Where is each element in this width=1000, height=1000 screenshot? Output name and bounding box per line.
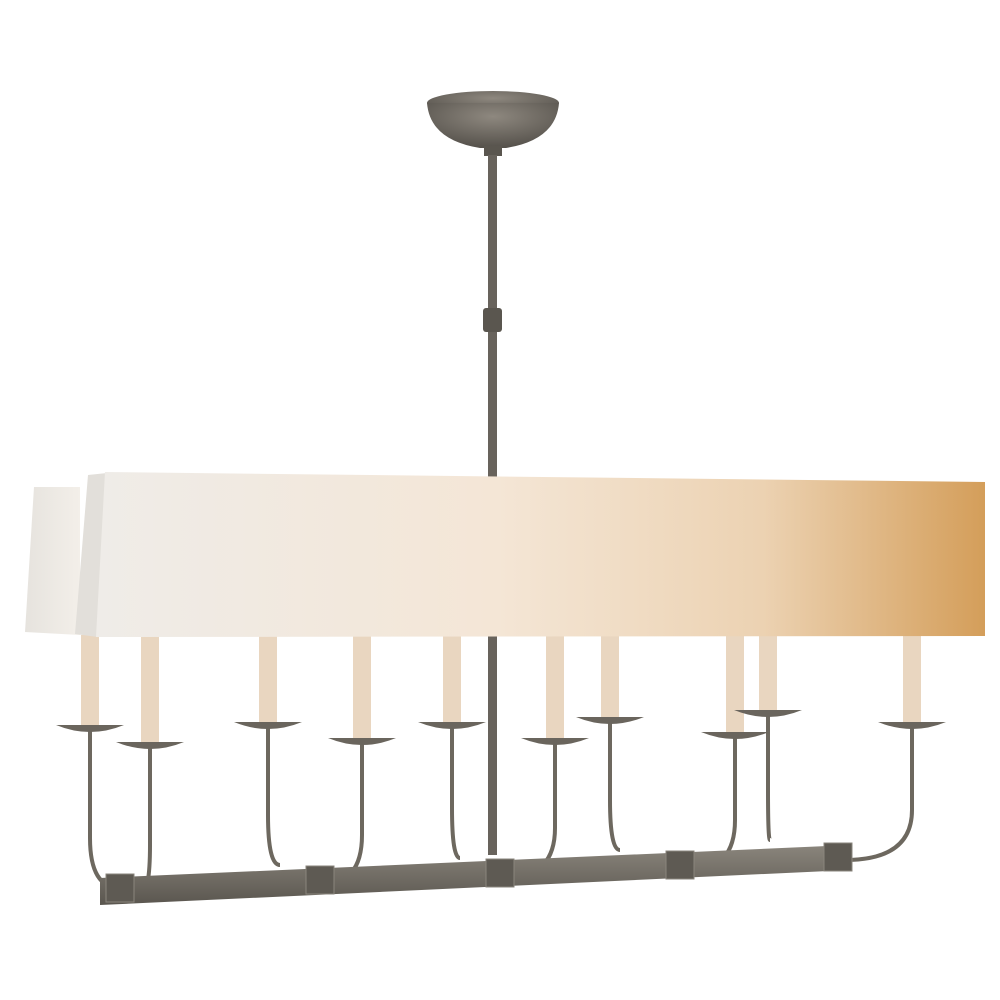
candle-arm xyxy=(844,728,914,862)
candles xyxy=(56,635,946,749)
bobeche xyxy=(418,722,486,729)
bobeche xyxy=(328,738,396,745)
bar-mount-block xyxy=(305,865,335,895)
candle-sleeve xyxy=(353,635,371,738)
candle-arm xyxy=(689,738,737,872)
bobeche xyxy=(234,722,302,729)
bobeche xyxy=(116,742,184,749)
candle-sleeve xyxy=(759,635,777,710)
candle-sleeve xyxy=(546,635,564,738)
bar-mount-block xyxy=(485,858,515,888)
candle-sleeve xyxy=(903,635,921,722)
bobeche xyxy=(56,725,124,732)
candle-sleeve xyxy=(601,635,619,717)
candle-arm xyxy=(608,723,621,852)
bobeche xyxy=(701,732,769,739)
candle-arm xyxy=(450,728,461,860)
bar-mount-block xyxy=(823,842,853,872)
candle-arm xyxy=(139,748,152,897)
bobeche xyxy=(521,738,589,745)
lamp-shade xyxy=(25,472,985,637)
bobeche xyxy=(734,710,802,717)
candle-sleeve xyxy=(443,635,461,722)
bar-mount-block xyxy=(665,850,695,880)
candle-arm xyxy=(766,716,772,842)
candle-arm xyxy=(88,731,121,890)
candle-arm xyxy=(319,744,364,887)
candle-sleeve xyxy=(726,635,744,732)
candle-sleeve xyxy=(259,635,277,722)
bar-mount-block xyxy=(105,873,135,903)
ceiling-canopy xyxy=(427,91,559,156)
bobeche xyxy=(576,717,644,724)
bobeche xyxy=(878,722,946,729)
candle-arm xyxy=(504,744,557,880)
candle-sleeve xyxy=(141,635,159,742)
candle-sleeve xyxy=(81,635,99,725)
candle-arm xyxy=(266,728,281,867)
base-bar xyxy=(100,842,853,905)
